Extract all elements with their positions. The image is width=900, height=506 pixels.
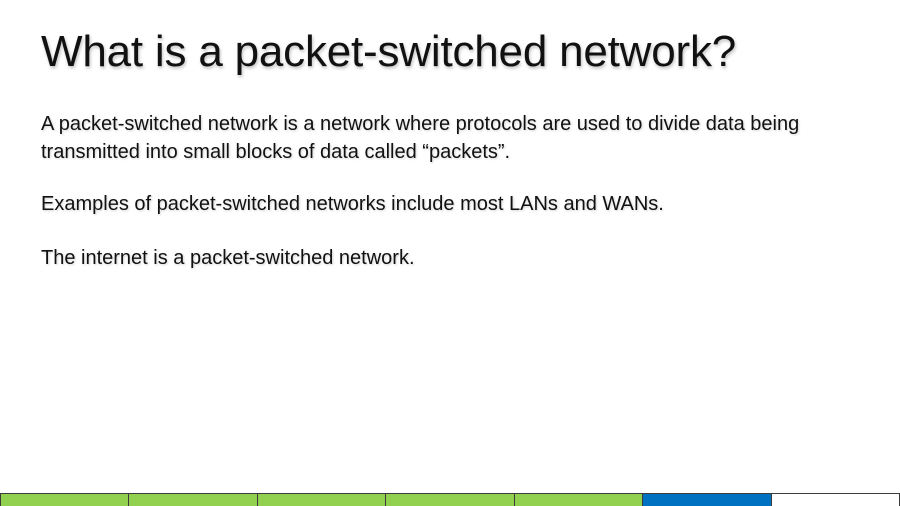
paragraph-examples: Examples of packet-switched networks inc… xyxy=(41,193,664,215)
progress-segment-completed xyxy=(513,494,643,506)
paragraph-internet: The internet is a packet-switched networ… xyxy=(41,247,415,269)
slide-title: What is a packet-switched network? xyxy=(41,27,737,76)
progress-segment-remaining xyxy=(770,494,900,506)
progress-segment-completed xyxy=(128,494,257,506)
progress-segment-completed xyxy=(385,494,514,506)
paragraph-definition: A packet-switched network is a network w… xyxy=(41,113,800,163)
progress-segment-current xyxy=(642,494,771,506)
progress-bar xyxy=(0,493,900,506)
progress-segment-completed xyxy=(0,494,129,506)
slide-body: A packet-switched network is a network w… xyxy=(41,110,861,272)
progress-segment-completed xyxy=(256,494,386,506)
